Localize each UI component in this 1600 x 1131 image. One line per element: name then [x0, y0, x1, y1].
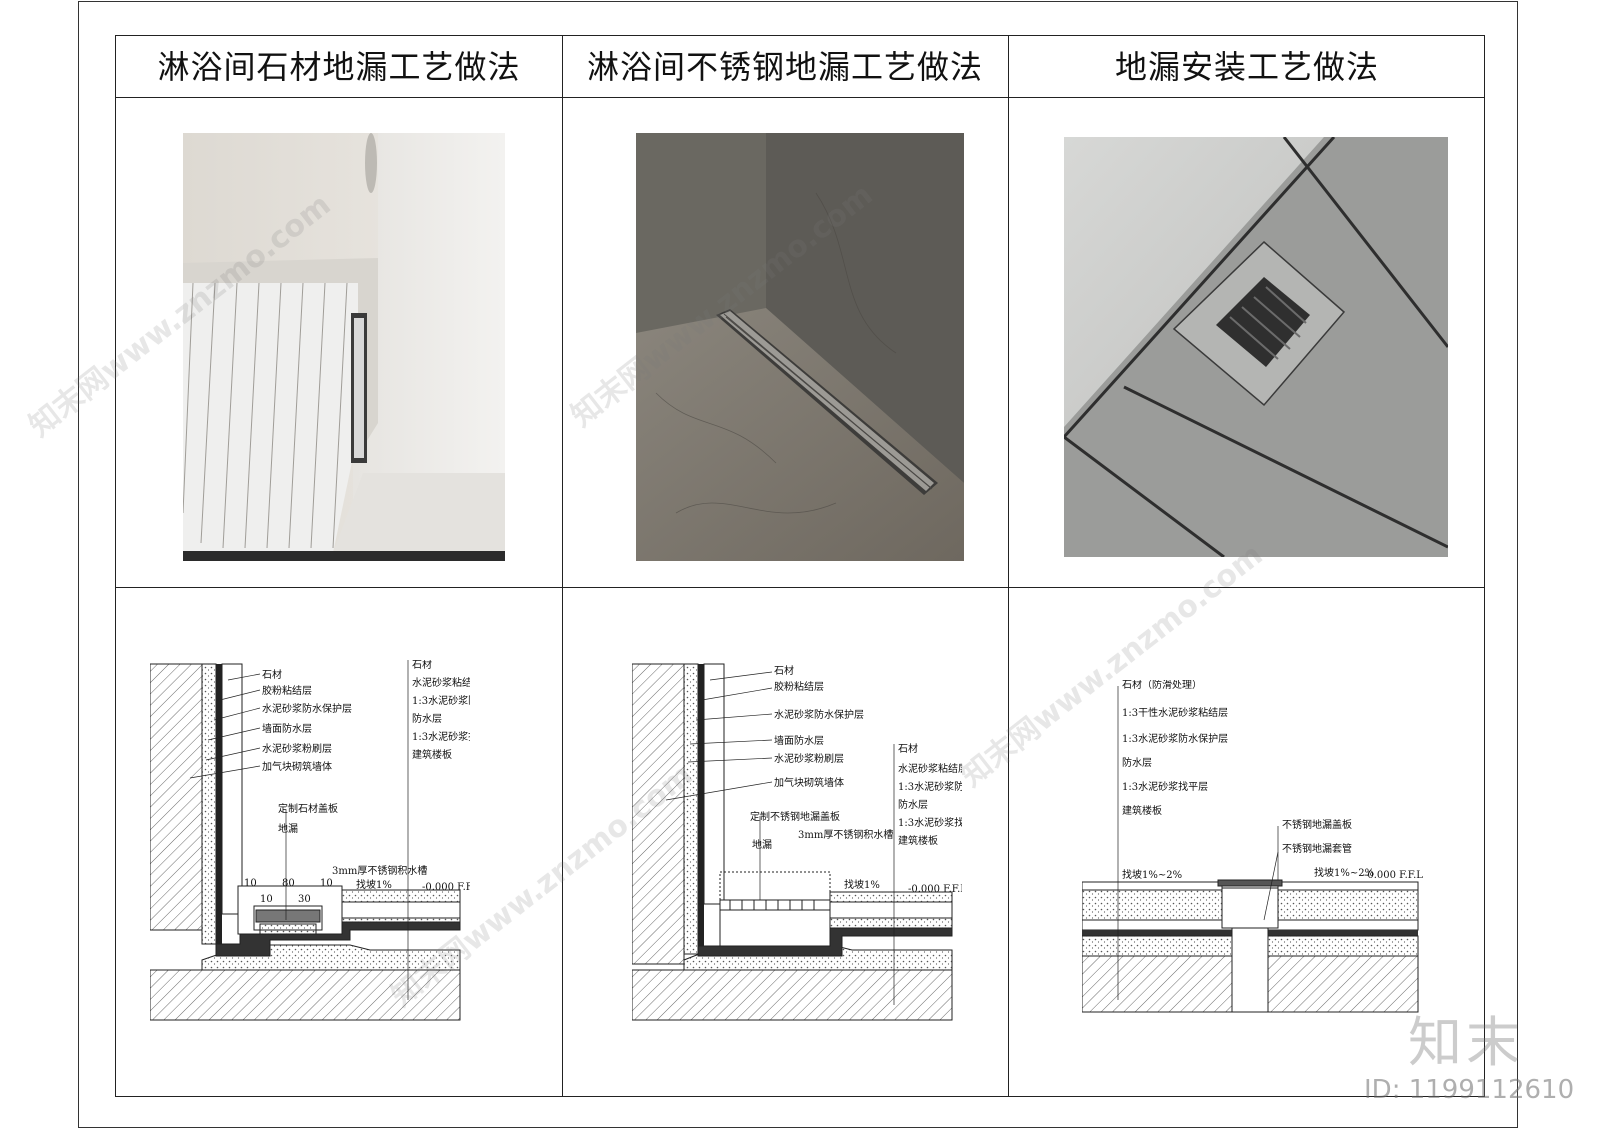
- label-3: 水泥砂浆防水保护层: [262, 702, 352, 715]
- photo-stone-drain: [183, 133, 505, 561]
- section-stone-drain: 石材 胶粉粘结层 水泥砂浆防水保护层 墙面防水层 水泥砂浆粉刷层 加气块砌筑墙体…: [150, 660, 470, 1030]
- column-title-drain-install: 地漏安装工艺做法: [1114, 48, 1379, 86]
- column-divider-1: [562, 36, 563, 1096]
- label-48: 找坡1%~2%: [1122, 868, 1182, 881]
- label-1: 石材: [262, 668, 282, 681]
- watermark-id: ID: 1199112610: [1364, 1075, 1575, 1105]
- label-6: 加气块砌筑墙体: [262, 760, 332, 773]
- row-divider: [116, 587, 1484, 588]
- label-18: 10: [320, 878, 333, 889]
- photo-square-drain: [1064, 137, 1448, 557]
- label-45: 建筑楼板: [1122, 804, 1162, 817]
- label-42: 1:3水泥砂浆防水保护层: [1122, 732, 1228, 745]
- label-13: 定制石材盖板: [278, 802, 338, 815]
- label-2: 胶粉粘结层: [262, 684, 312, 697]
- label-30: 水泥砂浆粘结层: [898, 762, 962, 775]
- label-11: 1:3水泥砂浆找平层: [412, 730, 470, 743]
- label-31: 1:3水泥砂浆防水保护层: [898, 780, 962, 793]
- label-16: 10: [244, 878, 257, 889]
- label-38: 找坡1%: [844, 878, 880, 891]
- label-36: 地漏: [752, 838, 772, 851]
- label-20: 30: [298, 894, 311, 905]
- watermark-logo: 知末: [1408, 1011, 1524, 1074]
- label-37: 3mm厚不锈钢积水槽: [798, 828, 893, 841]
- label-8: 水泥砂浆粘结层: [412, 676, 470, 689]
- section-drain-install: 石材（防滑处理） 1:3干性水泥砂浆粘结层 1:3水泥砂浆防水保护层 防水层 1…: [1082, 680, 1442, 1030]
- label-9: 1:3水泥砂浆防水保护层: [412, 694, 470, 707]
- photo-steel-drain: [636, 133, 964, 561]
- label-15: 3mm厚不锈钢积水槽: [332, 864, 427, 877]
- label-39: -0.000 F.F.L: [908, 884, 962, 895]
- label-24: 胶粉粘结层: [774, 680, 824, 693]
- label-47: 不锈钢地漏套管: [1282, 842, 1352, 855]
- label-41: 1:3干性水泥砂浆粘结层: [1122, 706, 1228, 719]
- label-35: 定制不锈钢地漏盖板: [750, 810, 840, 823]
- label-34: 建筑楼板: [898, 834, 938, 847]
- label-4: 墙面防水层: [262, 722, 312, 735]
- header-divider: [116, 97, 1484, 98]
- label-25: 水泥砂浆防水保护层: [774, 708, 864, 721]
- column-divider-2: [1008, 36, 1009, 1096]
- label-33: 1:3水泥砂浆找平层: [898, 816, 962, 829]
- label-27: 水泥砂浆粉刷层: [774, 752, 844, 765]
- label-5: 水泥砂浆粉刷层: [262, 742, 332, 755]
- label-32: 防水层: [898, 798, 928, 811]
- label-29: 石材: [898, 742, 918, 755]
- sheet-frame: [78, 1, 1518, 1128]
- label-12: 建筑楼板: [412, 748, 452, 761]
- label-14: 地漏: [278, 822, 298, 835]
- label-46: 不锈钢地漏盖板: [1282, 818, 1352, 831]
- label-50: -0.000 F.F.L: [1364, 870, 1423, 881]
- section-steel-drain: 石材 胶粉粘结层 水泥砂浆防水保护层 墙面防水层 水泥砂浆粉刷层 加气块砌筑墙体…: [632, 660, 962, 1030]
- detail-grid: 淋浴间石材地漏工艺做法 淋浴间不锈钢地漏工艺做法 地漏安装工艺做法: [115, 35, 1485, 1097]
- label-40: 石材（防滑处理）: [1122, 680, 1202, 691]
- label-49: 找坡1%~2%: [1314, 866, 1374, 879]
- label-23: 石材: [774, 664, 794, 677]
- column-title-steel-drain: 淋浴间不锈钢地漏工艺做法: [586, 48, 983, 86]
- label-26: 墙面防水层: [774, 734, 824, 747]
- label-43: 防水层: [1122, 756, 1152, 769]
- label-28: 加气块砌筑墙体: [774, 776, 844, 789]
- label-21: 找坡1%: [356, 878, 392, 891]
- label-10: 防水层: [412, 712, 442, 725]
- label-7: 石材: [412, 660, 432, 671]
- label-22: -0.000 F.F.L: [422, 882, 470, 893]
- column-title-stone-drain: 淋浴间石材地漏工艺做法: [157, 48, 521, 86]
- label-44: 1:3水泥砂浆找平层: [1122, 780, 1208, 793]
- label-17: 80: [282, 878, 295, 889]
- label-19: 10: [260, 894, 273, 905]
